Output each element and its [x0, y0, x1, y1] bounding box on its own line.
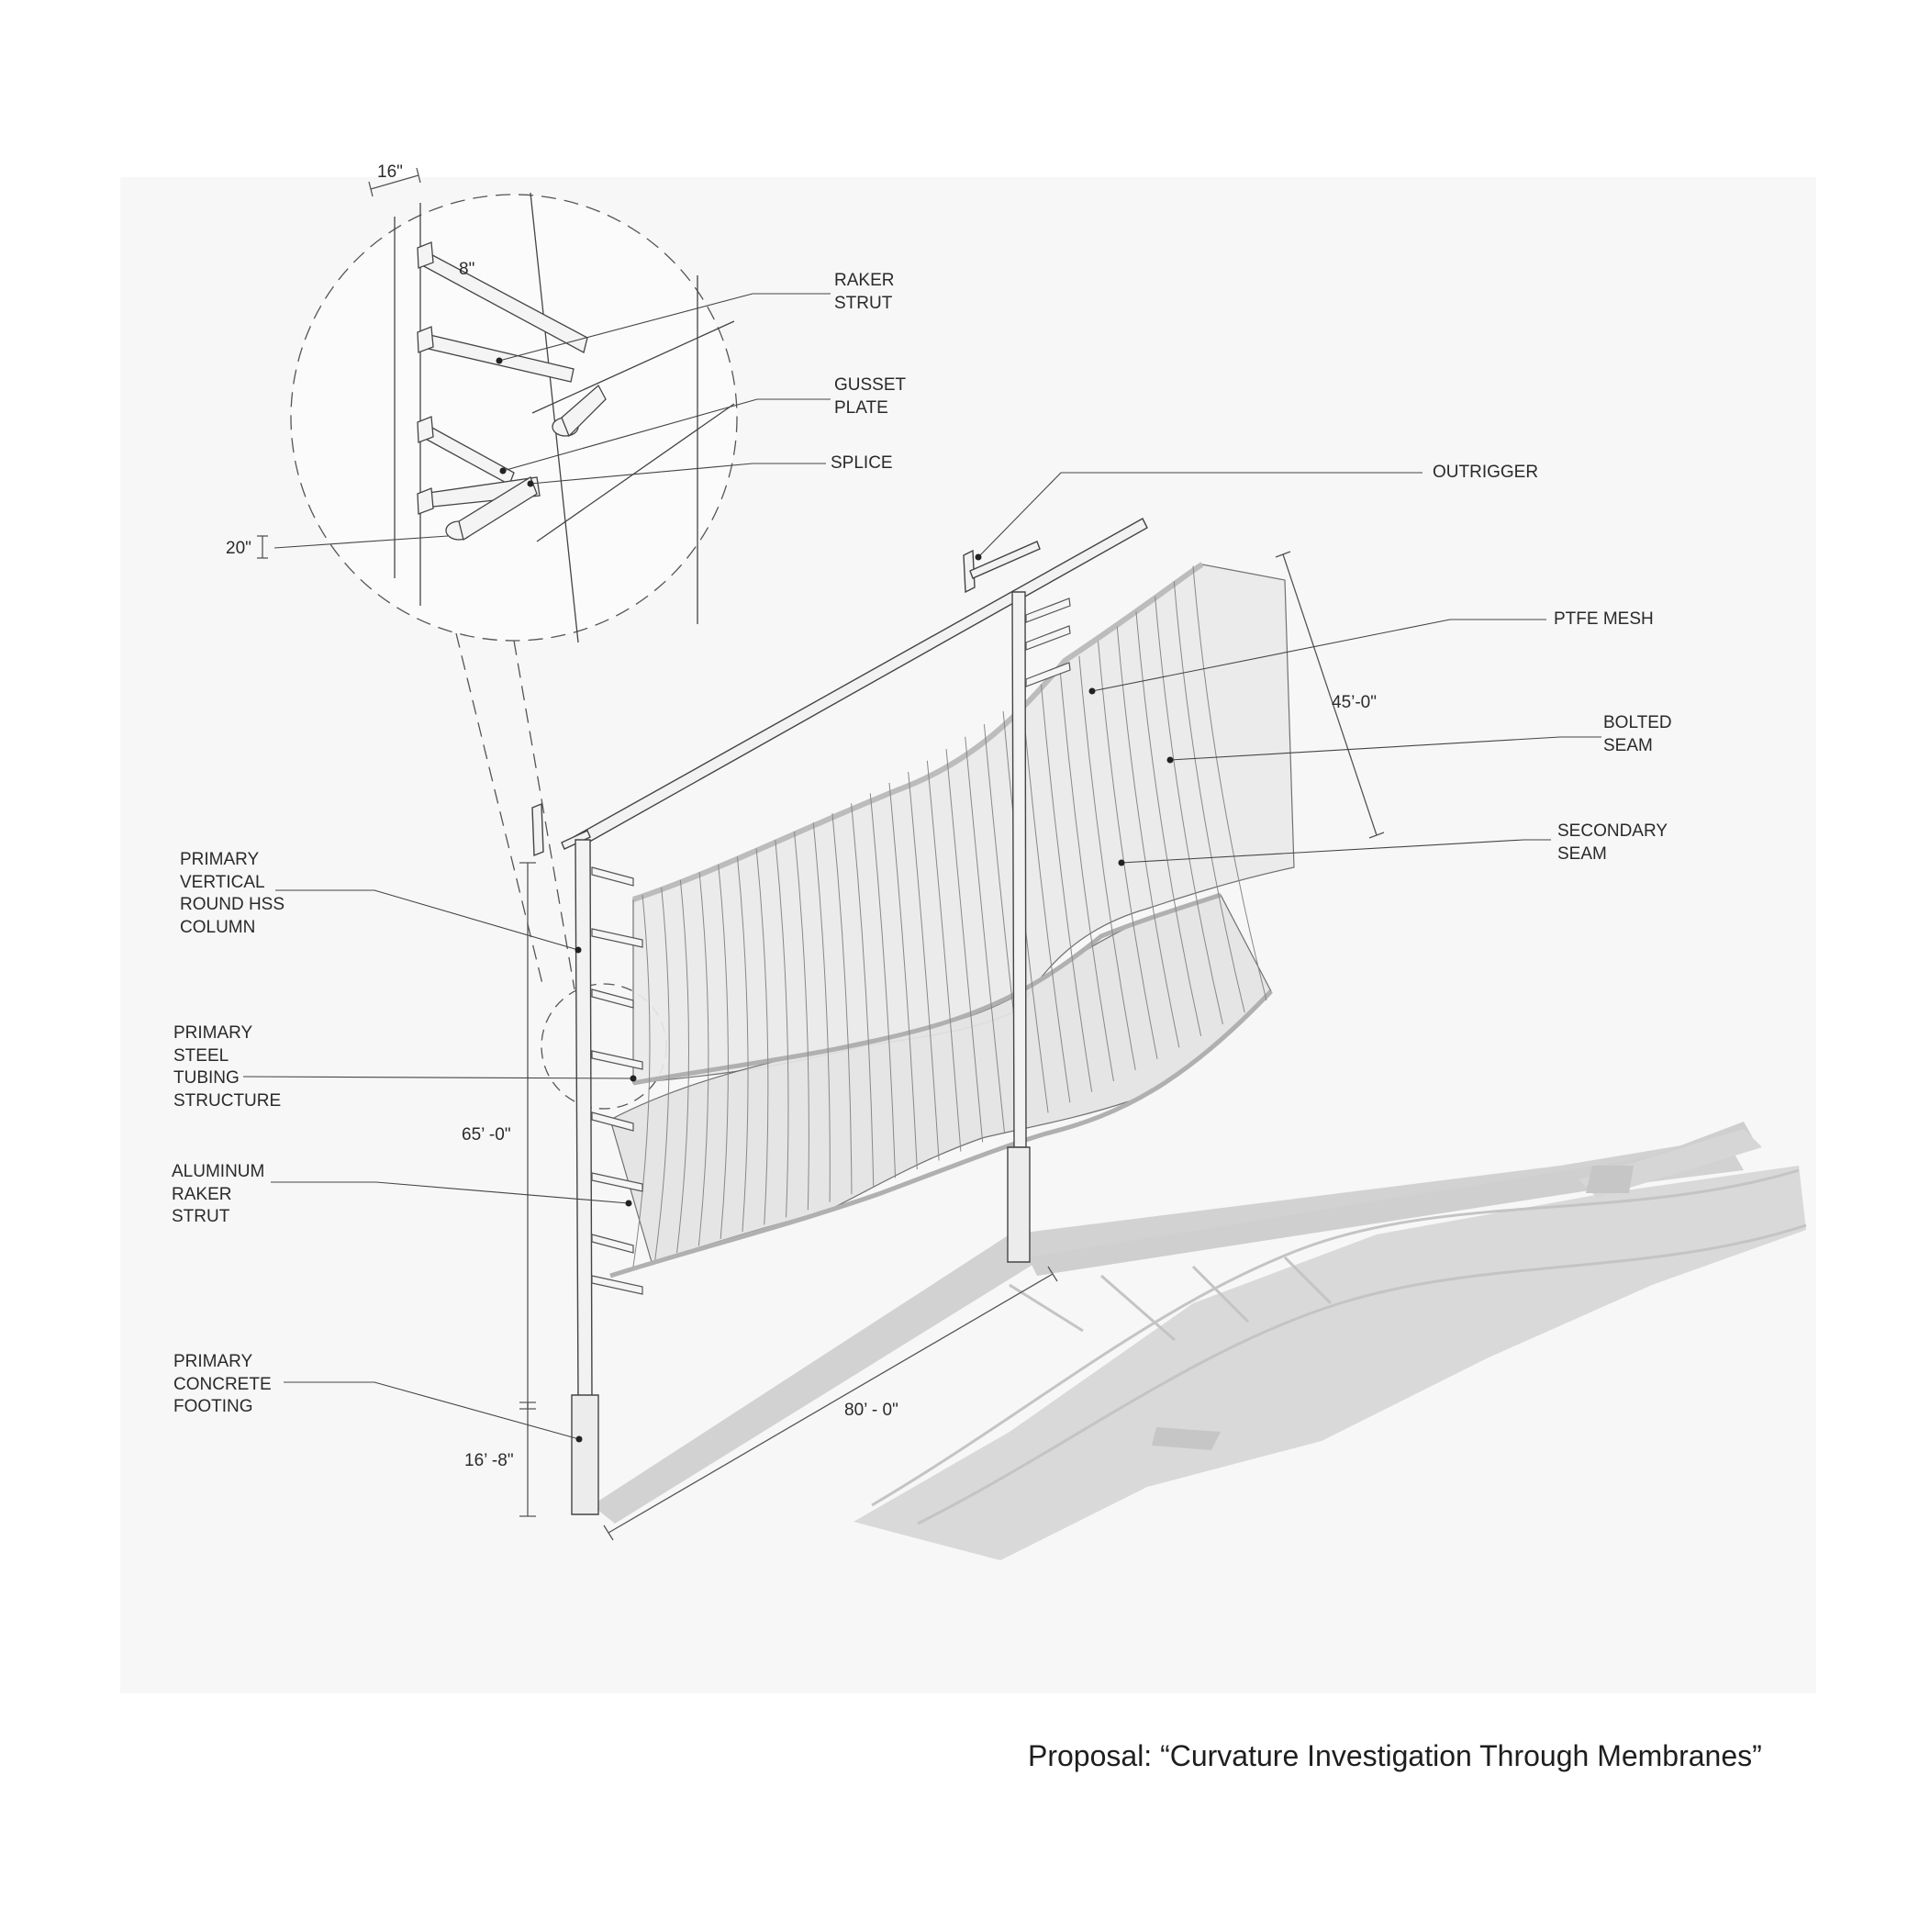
membrane-seam: [718, 864, 729, 1239]
primary-column-left: [575, 839, 593, 1401]
raker-strut: [591, 1050, 643, 1070]
raker-strut: [591, 1275, 643, 1295]
membrane-seam: [1135, 611, 1202, 1036]
membrane-seam: [1173, 581, 1245, 1013]
label-gusset-plate: GUSSET PLATE: [834, 375, 907, 418]
membrane-seam: [654, 887, 670, 1260]
detail-contents: [394, 192, 735, 643]
dim-detail-width: 16": [377, 162, 403, 182]
raker-strut: [1025, 662, 1071, 687]
membrane-seam: [831, 812, 853, 1195]
dim-detail-strut: 8": [459, 260, 475, 279]
label-ptfe-mesh: PTFE MESH: [1554, 609, 1654, 629]
dim-detail-depth: 20": [226, 539, 251, 558]
raker-strut: [591, 1172, 643, 1192]
membrane-seam: [1116, 626, 1180, 1048]
membrane-seam: [632, 894, 651, 1268]
ground-shadow: [592, 1122, 1806, 1560]
detail-connector-lines: [455, 632, 575, 990]
membrane-top-edge: [632, 562, 1204, 902]
membrane-seam: [869, 793, 897, 1178]
raker-strut: [591, 1111, 634, 1132]
label-primary-column: PRIMARY VERTICAL ROUND HSS COLUMN: [180, 850, 285, 937]
membrane-seam: [1078, 655, 1136, 1071]
membrane-seam: [1155, 596, 1223, 1025]
dim-footing-height: 16’ -8": [464, 1451, 514, 1470]
membrane-seam: [697, 872, 709, 1246]
leader-dots: [496, 357, 1174, 1443]
membrane-seam: [1021, 698, 1071, 1103]
membrane-seam: [888, 782, 918, 1170]
membrane-seam: [755, 848, 769, 1225]
footing-left: [571, 1394, 599, 1515]
raker-strut: [591, 988, 634, 1009]
membrane-seam: [1040, 684, 1093, 1092]
raker-strut: [1025, 625, 1071, 651]
membrane-seams: [632, 565, 1267, 1268]
dim-membrane-height: 45’-0": [1332, 693, 1377, 712]
membrane: [609, 562, 1295, 1279]
membrane-seam: [676, 879, 689, 1254]
membrane-seam: [1059, 670, 1114, 1082]
membrane-seam: [812, 822, 831, 1202]
leader-lines: [242, 293, 1601, 1440]
raker-strut: [591, 1234, 634, 1254]
label-bolted-seam: BOLTED SEAM: [1603, 713, 1672, 755]
dim-span-length: 80’ - 0": [844, 1401, 898, 1420]
membrane-seam: [1098, 641, 1158, 1059]
shadow-lines: [871, 1168, 1807, 1525]
membrane-seam: [851, 803, 875, 1187]
steel-structure: [531, 518, 1148, 1515]
label-outrigger: OUTRIGGER: [1433, 463, 1539, 482]
label-primary-footing: PRIMARY CONCRETE FOOTING: [173, 1352, 272, 1416]
dim-column-height: 65’ -0": [462, 1125, 511, 1145]
label-aluminum-raker: ALUMINUM RAKER STRUT: [172, 1162, 265, 1226]
footing-right: [1007, 1146, 1031, 1263]
raker-strut: [591, 928, 643, 948]
label-secondary-seam: SECONDARY SEAM: [1557, 821, 1668, 864]
raker-strut: [1025, 597, 1071, 623]
membrane-seam: [775, 840, 789, 1218]
membrane-seam: [945, 748, 984, 1143]
figure-caption: Proposal: “Curvature Investigation Throu…: [1028, 1739, 1762, 1772]
raker-struts: [591, 597, 1071, 1295]
membrane-seam: [926, 760, 962, 1152]
membrane-seam: [965, 736, 1005, 1134]
membrane-fold: [632, 892, 1222, 1086]
primary-column-right: [1011, 591, 1027, 1148]
raker-strut: [591, 866, 634, 887]
label-splice: SPLICE: [831, 453, 893, 473]
membrane-seam: [1192, 565, 1267, 1001]
detail-callout-circle: [290, 194, 738, 642]
membrane-seam: [794, 831, 809, 1211]
membrane-bottom-edge: [609, 989, 1273, 1279]
label-raker-strut: RAKER STRUT: [834, 271, 895, 313]
membrane-seam: [736, 856, 749, 1233]
label-primary-steel: PRIMARY STEEL TUBING STRUCTURE: [173, 1023, 282, 1111]
membrane-seam: [908, 772, 940, 1161]
